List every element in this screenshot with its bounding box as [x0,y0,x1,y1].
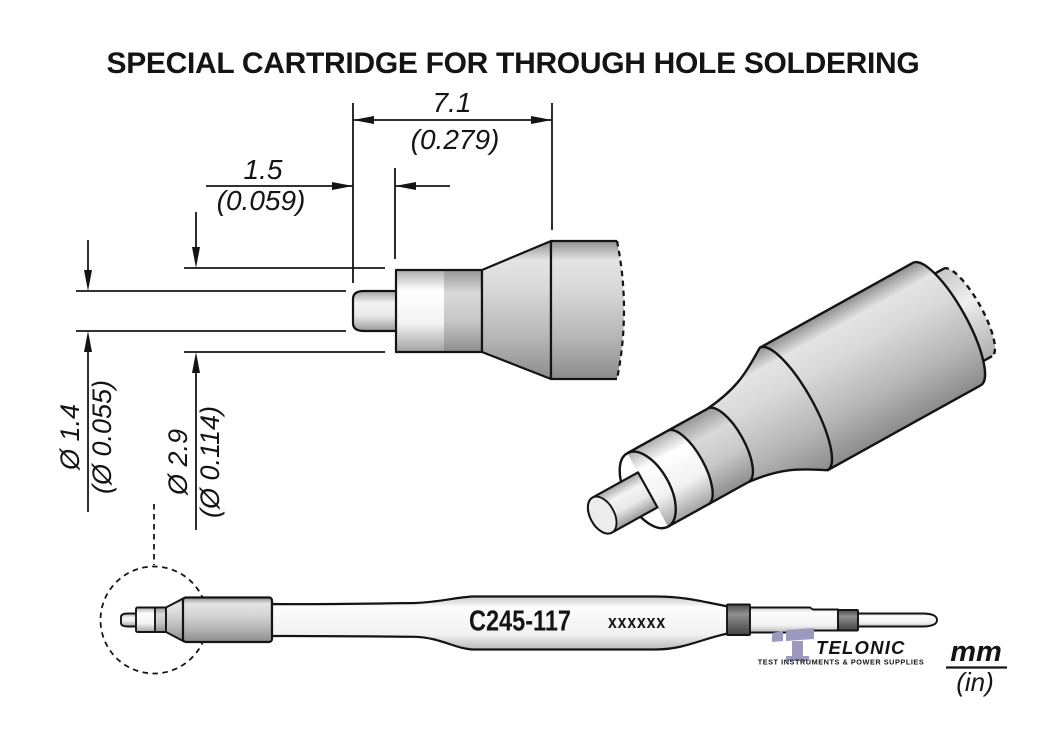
dim-pin-dia-mm: Ø 1.4 [55,404,85,471]
label-pin-diameter: Ø 1.4 (Ø 0.055) [55,380,117,494]
sleeve-plated-band-3d [627,430,713,527]
arrowhead-down-sleeve [192,247,200,268]
dim-total-length-mm: 7.1 [433,87,472,118]
sleeve-band-junctions-3d [667,406,755,506]
cartridge-sleeve-gray [154,606,167,633]
dimension-annotations: 7.1 (0.279) 1.5 (0.059) Ø 1.4 (Ø 0.055) … [55,87,553,530]
arrowhead-down-pin [84,270,92,291]
serial-marking-label: xxxxxx [608,612,666,632]
units-primary: mm [950,636,1002,668]
cartridge-pin [120,612,139,628]
arrowhead-left [353,116,374,124]
cone-barrel-junction-3d [759,345,834,472]
label-sleeve-diameter: Ø 2.9 (Ø 0.114) [163,406,225,518]
logo-left-serif [772,631,783,642]
barrel-top-edge-3d [707,261,914,410]
rear-stub-break-line-3d [943,267,997,358]
brand-logo-icon [772,628,814,661]
cartridge-sleeve-plated [135,606,158,633]
cartridge-barrel [181,596,274,644]
units-secondary: (in) [956,667,994,697]
barrel-edges-2d [549,239,617,381]
isometric-view [586,260,997,535]
cone-and-barrel-3d [707,262,986,483]
full-cartridge-view: C245-117 xxxxxx [99,504,938,675]
units-legend: mm (in) [946,636,1007,697]
cartridge-collar-ring-1 [726,603,751,636]
arrowhead-up-pin [84,331,92,352]
logo-top-bar [786,628,814,641]
tip-pin-face-3d [587,495,618,535]
logo-stem [792,641,803,656]
barrel-rear-arc-3d [912,260,987,387]
barrel-break-line-2d [615,240,626,380]
sleeve-gray-band-3d [667,407,753,505]
dim-sleeve-dia-in: (Ø 0.114) [195,406,225,518]
page-title: SPECIAL CARTRIDGE FOR THROUGH HOLE SOLDE… [107,47,920,80]
cartridge-cone [165,597,185,643]
cartridge-contact-rod [857,612,938,628]
brand-watermark: TELONIC TEST INSTRUMENTS & POWER SUPPLIE… [758,628,925,667]
side-view-tip [351,239,626,381]
tip-pin-2d [351,289,400,333]
brand-tagline: TEST INSTRUMENTS & POWER SUPPLIES [758,658,925,667]
cone-2d [480,239,553,381]
cartridge-collar-ring-2 [837,609,859,632]
arrowhead-right-at-tip [332,182,353,190]
dim-tip-protrusion-in: (0.059) [217,185,306,216]
barrel-bottom-edge-3d [748,384,982,484]
sleeve-plated-band-2d [396,270,444,352]
logo-base [786,656,809,661]
arrowhead-up-sleeve [192,352,200,373]
dim-pin-dia-in: (Ø 0.055) [87,380,117,494]
cartridge-rear-shaft [749,606,839,634]
arrowhead-right [531,116,552,124]
brand-name: TELONIC [816,637,906,658]
sleeve-edges-3d [626,407,750,528]
arrowhead-left-at-sleeve [395,182,416,190]
dim-sleeve-dia-mm: Ø 2.9 [163,429,193,496]
dim-total-length-in: (0.279) [411,124,500,155]
model-number-label: C245-117 [469,606,571,638]
dim-tip-protrusion-mm: 1.5 [244,154,283,185]
barrel-2d [551,241,624,379]
